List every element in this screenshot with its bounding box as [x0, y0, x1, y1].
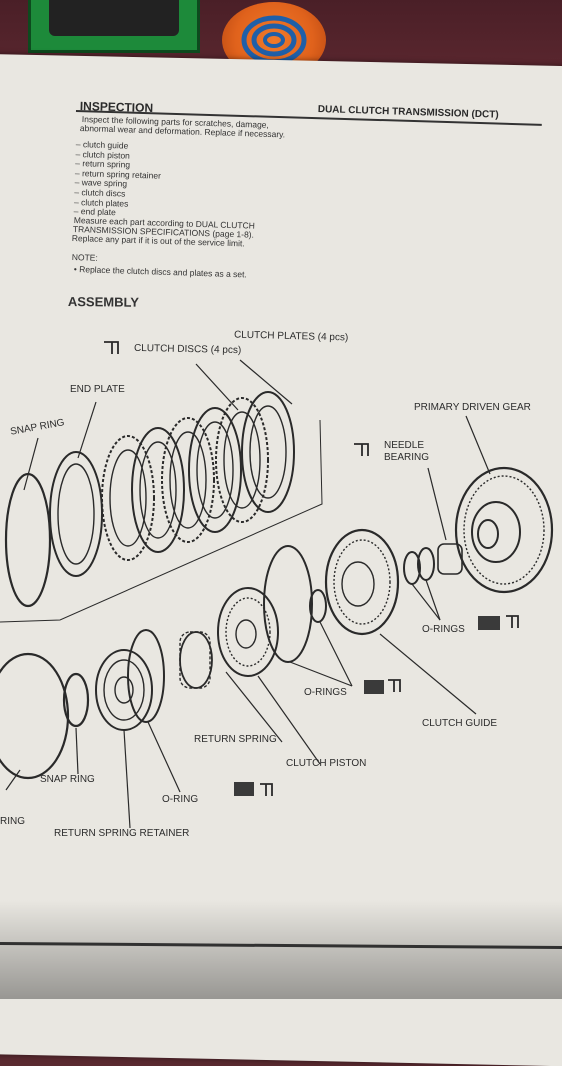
label-return-spring: RETURN SPRING — [194, 734, 277, 745]
label-o-ring: O-RING — [162, 794, 199, 805]
label-ring-edge: RING — [0, 816, 25, 827]
new-badge-icon — [234, 616, 500, 796]
o-ring-small — [127, 629, 165, 723]
snap-ring-bottom — [62, 672, 90, 728]
needle-bearing — [437, 543, 463, 575]
label-o-rings-mid: O-RINGS — [304, 687, 347, 698]
label-needle-bearing-line1: NEEDLE — [384, 440, 425, 451]
primary-driven-gear — [454, 466, 554, 594]
label-return-spring-retainer: RETURN SPRING RETAINER — [54, 828, 190, 839]
exploded-view-diagram — [0, 341, 554, 829]
large-ring-bottom — [0, 652, 70, 780]
o-ring-mid-1 — [309, 589, 327, 623]
label-clutch-discs: CLUTCH DISCS (4 pcs) — [133, 342, 242, 357]
assembly-title: ASSEMBLY — [67, 294, 140, 310]
label-clutch-piston: CLUTCH PISTON — [286, 758, 367, 769]
parts-list: – clutch guide – clutch piston – return … — [74, 139, 162, 219]
clutch-pack — [101, 391, 295, 561]
clutch-guide — [324, 528, 400, 636]
note-label: NOTE: — [71, 252, 98, 263]
label-snap-ring-bottom: SNAP RING — [40, 774, 95, 785]
return-spring-retainer — [95, 649, 153, 731]
clutch-piston — [217, 587, 279, 677]
label-o-rings-right: O-RINGS — [422, 624, 465, 635]
snap-ring-top — [4, 472, 52, 608]
return-spring — [179, 631, 213, 689]
spiral-logo-icon — [241, 15, 307, 65]
label-needle-bearing-line2: BEARING — [384, 452, 430, 463]
label-clutch-guide: CLUTCH GUIDE — [422, 718, 498, 729]
o-ring-mid-2 — [263, 545, 313, 663]
label-end-plate: END PLATE — [70, 384, 125, 395]
label-primary-driven-gear: PRIMARY DRIVEN GEAR — [414, 402, 531, 413]
green-object — [28, 0, 200, 53]
